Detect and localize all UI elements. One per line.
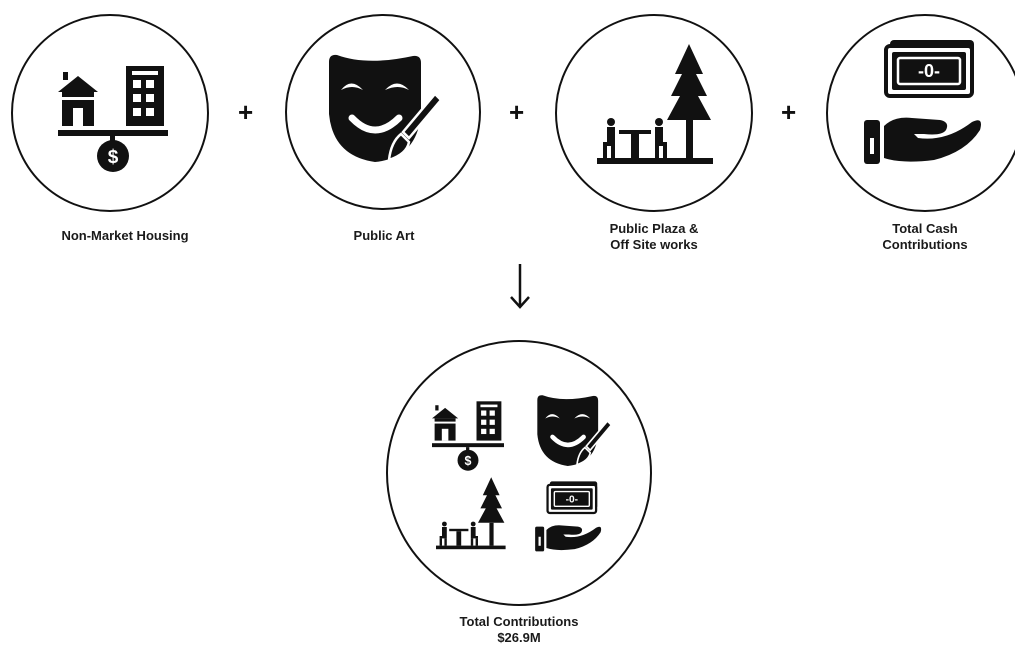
plus-operator: + <box>509 97 525 127</box>
plaza-circle <box>555 14 753 212</box>
art-mask-icon <box>329 54 443 163</box>
housing-icon: $ <box>58 66 168 172</box>
plaza-tree-icon <box>436 477 506 550</box>
plaza-label: Public Plaza & Off Site works <box>555 221 753 253</box>
total-label-title: Total Contributions <box>459 614 579 629</box>
cash-label: Total Cash Contributions <box>826 221 1015 253</box>
art-mask-icon <box>537 395 613 467</box>
svg-text:$: $ <box>108 147 119 168</box>
svg-text:-0-: -0- <box>918 61 940 81</box>
housing-icon: $ <box>432 401 504 471</box>
plus-operator: + <box>781 97 797 127</box>
plus-operator: + <box>238 97 254 127</box>
art-label: Public Art <box>353 228 415 243</box>
svg-text:-0-: -0- <box>566 494 578 505</box>
svg-text:$: $ <box>465 454 472 468</box>
total-circle: $ -0- <box>386 340 652 606</box>
cash-hand-icon: -0- <box>535 481 602 552</box>
cash-circle: -0- <box>826 14 1015 212</box>
down-arrow-icon <box>510 264 530 309</box>
housing-circle: $ <box>11 14 209 212</box>
total-value: $26.9M <box>497 630 541 645</box>
total-label: Total Contributions $26.9M <box>386 614 652 646</box>
cash-label-line-1: Total Cash <box>892 221 958 236</box>
cash-label-line-2: Contributions <box>882 237 968 252</box>
plaza-label-line-2: Off Site works <box>610 237 698 252</box>
plaza-tree-icon <box>597 44 713 164</box>
art-circle <box>285 14 481 210</box>
cash-hand-icon: -0- <box>864 40 981 164</box>
housing-label: Non-Market Housing <box>61 228 189 243</box>
plaza-label-line-1: Public Plaza & <box>609 221 699 236</box>
